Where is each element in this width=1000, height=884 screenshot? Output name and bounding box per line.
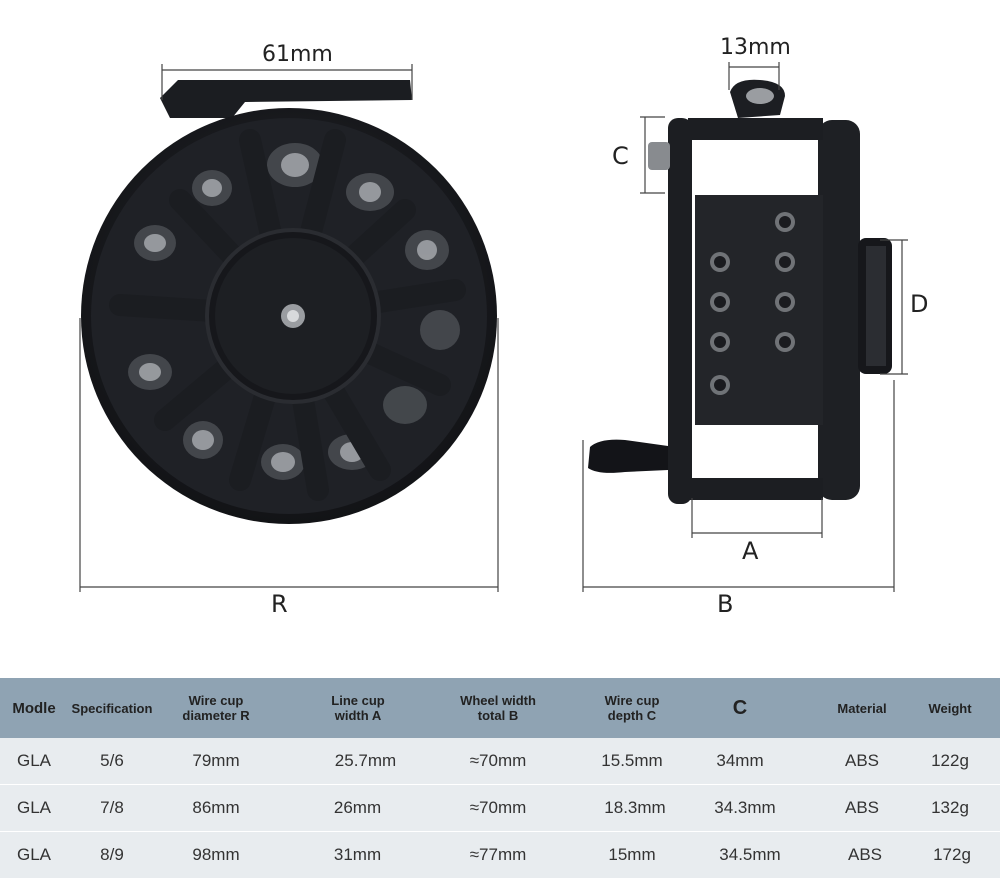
table-cell: GLA [16,798,52,817]
table-cell: GLA [16,845,52,864]
header-cell: Material [837,700,887,716]
table-cell: 132g [931,798,969,817]
table-cell: 172g [933,845,971,864]
table-cell: 25.7mm [334,751,397,770]
table-row: GLA 7/8 86mm 26mm ≈70mm 18.3mm 34.3mm AB… [0,785,1000,831]
table-cell: 7/8 [100,798,124,817]
table-cell: ABS [844,798,880,817]
table-cell: ABS [844,751,880,770]
table-cell: ≈77mm [469,845,527,864]
table-cell: GLA [16,751,52,770]
reel-side-view [588,79,892,504]
header-cell: Wire cup depth C [604,693,660,723]
dimension-foot-width: 13mm [720,35,791,60]
table-cell: ≈70mm [469,751,527,770]
header-cell: Line cup width A [331,693,385,723]
table-cell: 79mm [192,751,240,770]
spec-table-header: Modle Specification Wire cup diameter R … [0,678,1000,738]
table-cell: 26mm [333,798,382,817]
table-cell: 8/9 [100,845,124,864]
table-cell: 34.3mm [714,798,776,817]
header-cell: Wire cup diameter R [182,693,250,723]
table-cell: 34.5mm [719,845,781,864]
reel-front-view [81,80,497,524]
dimension-label-b: B [717,590,734,618]
header-cell: Modle [12,699,56,717]
table-cell: 34mm [716,751,764,770]
table-cell: 5/6 [100,751,124,770]
header-cell: Specification [71,700,153,716]
dimension-label-c: C [612,142,629,170]
product-diagram: 61mm 13mm C D A R B [79,35,929,618]
table-cell: 15.5mm [601,751,663,770]
table-cell: 15mm [608,845,656,864]
table-cell: 31mm [333,845,382,864]
dimension-label-a: A [742,537,759,565]
table-row: GLA 5/6 79mm 25.7mm ≈70mm 15.5mm 34mm AB… [0,738,1000,784]
dimension-top-width: 61mm [262,42,333,67]
dimension-label-d: D [910,290,929,318]
header-cell: Wheel width total B [460,693,536,723]
dimension-lines [79,62,908,592]
table-cell: 86mm [192,798,240,817]
table-row: GLA 8/9 98mm 31mm ≈77mm 15mm 34.5mm ABS … [0,832,1000,878]
spec-table: Modle Specification Wire cup diameter R … [0,678,1000,884]
dimension-label-r: R [271,590,288,618]
table-cell: ≈70mm [469,798,527,817]
table-cell: 122g [931,751,969,770]
table-cell: 98mm [192,845,240,864]
header-cell: Weight [928,700,972,716]
header-cell: C [732,696,748,719]
table-cell: ABS [847,845,883,864]
reel-drawings [79,62,908,592]
table-cell: 18.3mm [604,798,666,817]
